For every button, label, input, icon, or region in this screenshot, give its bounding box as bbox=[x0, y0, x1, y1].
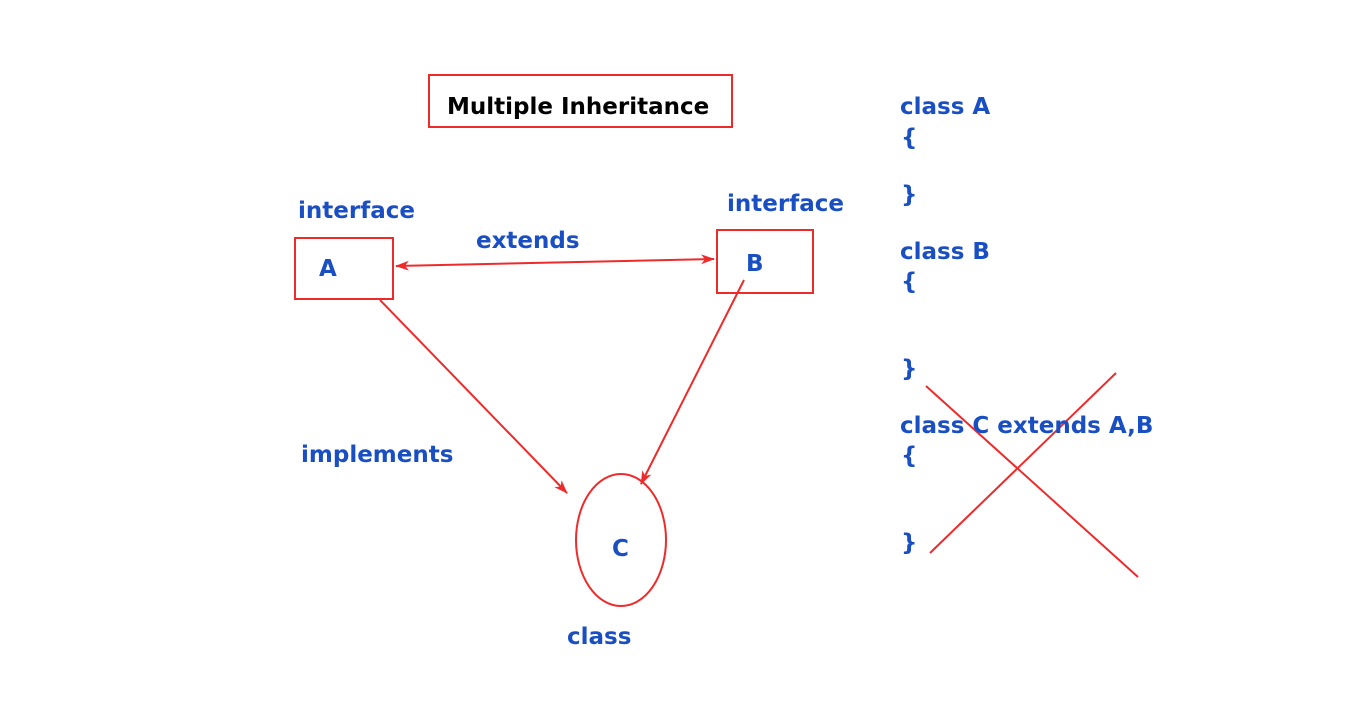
code-class-b-close: } bbox=[901, 356, 918, 382]
implements-arrow-b bbox=[640, 279, 745, 485]
node-b-label: B bbox=[746, 251, 764, 277]
cross-out-line-1 bbox=[925, 385, 1139, 578]
cross-out-line-2 bbox=[929, 372, 1117, 554]
node-c-label: C bbox=[612, 536, 629, 562]
node-a-box bbox=[294, 237, 394, 300]
implements-label: implements bbox=[301, 442, 454, 468]
implements-arrow-a bbox=[379, 299, 568, 494]
node-a-caption: interface bbox=[298, 198, 415, 224]
node-b-box bbox=[716, 229, 814, 294]
page-title: Multiple Inheritance bbox=[447, 94, 710, 120]
extends-label: extends bbox=[476, 228, 580, 254]
title-box: Multiple Inheritance bbox=[428, 74, 733, 128]
node-a-label: A bbox=[319, 256, 337, 282]
code-class-a-open: { bbox=[901, 125, 918, 151]
code-class-b-decl: class B bbox=[900, 239, 990, 265]
extends-arrow bbox=[395, 254, 715, 271]
code-class-a-close: } bbox=[901, 182, 918, 208]
code-class-c-decl: class C extends A,B bbox=[900, 413, 1154, 439]
node-c-ellipse bbox=[575, 473, 667, 607]
code-class-a-decl: class A bbox=[900, 94, 991, 120]
code-class-c-open: { bbox=[901, 443, 918, 469]
node-c-caption: class bbox=[567, 624, 632, 650]
node-b-caption: interface bbox=[727, 191, 844, 217]
code-class-c-close: } bbox=[901, 530, 918, 556]
code-class-b-open: { bbox=[901, 269, 918, 295]
